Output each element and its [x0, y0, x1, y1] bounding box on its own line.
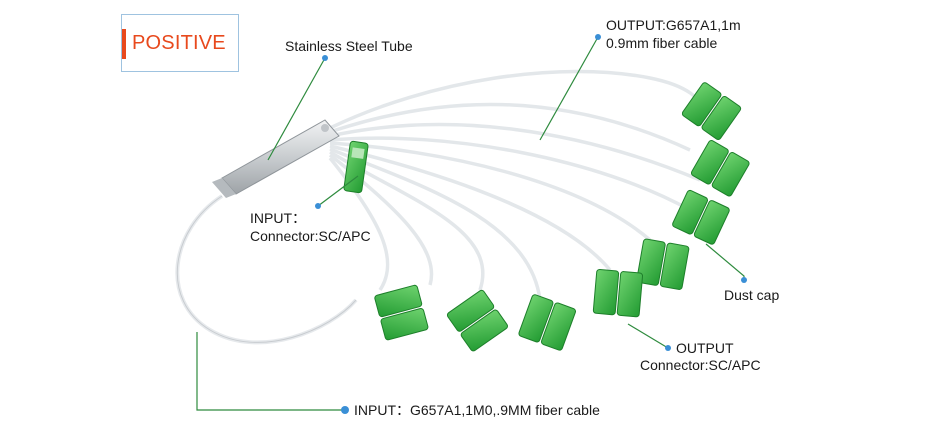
label-input-cable: INPUT：G657A1,1M0,.9MM fiber cable: [354, 402, 600, 418]
output-sc-apc-connectors: [374, 82, 750, 352]
callout-input-cable-line: [196, 332, 345, 411]
callout-input-connector-line: [317, 175, 359, 207]
positive-badge: POSITIVE: [121, 14, 239, 72]
label-stainless-steel-tube: Stainless Steel Tube: [285, 38, 413, 54]
label-input-connector-line2: Connector:SC/APC: [250, 228, 371, 244]
label-output-cable-line1: OUTPUT:G657A1,1m: [606, 17, 741, 33]
input-sc-apc-connector: [343, 140, 369, 194]
label-output-connector-line2: Connector:SC/APC: [640, 357, 761, 373]
label-input-connector-line1: INPUT：: [250, 210, 306, 226]
callout-dots: [315, 34, 747, 414]
callout-lines: [196, 36, 745, 411]
callout-output-cable-line: [539, 36, 599, 141]
badge-accent-bar: [122, 29, 126, 59]
callout-dust-cap-line: [705, 243, 745, 282]
stainless-steel-tube: [212, 119, 340, 198]
callout-steel-tube-line: [267, 57, 326, 161]
label-output-cable-line2: 0.9mm fiber cable: [606, 35, 718, 51]
badge-label: POSITIVE: [132, 32, 226, 54]
label-dust-cap: Dust cap: [724, 287, 780, 303]
label-output-connector-line1: OUTPUT: [676, 340, 734, 356]
callout-output-connector-line: [627, 323, 669, 349]
